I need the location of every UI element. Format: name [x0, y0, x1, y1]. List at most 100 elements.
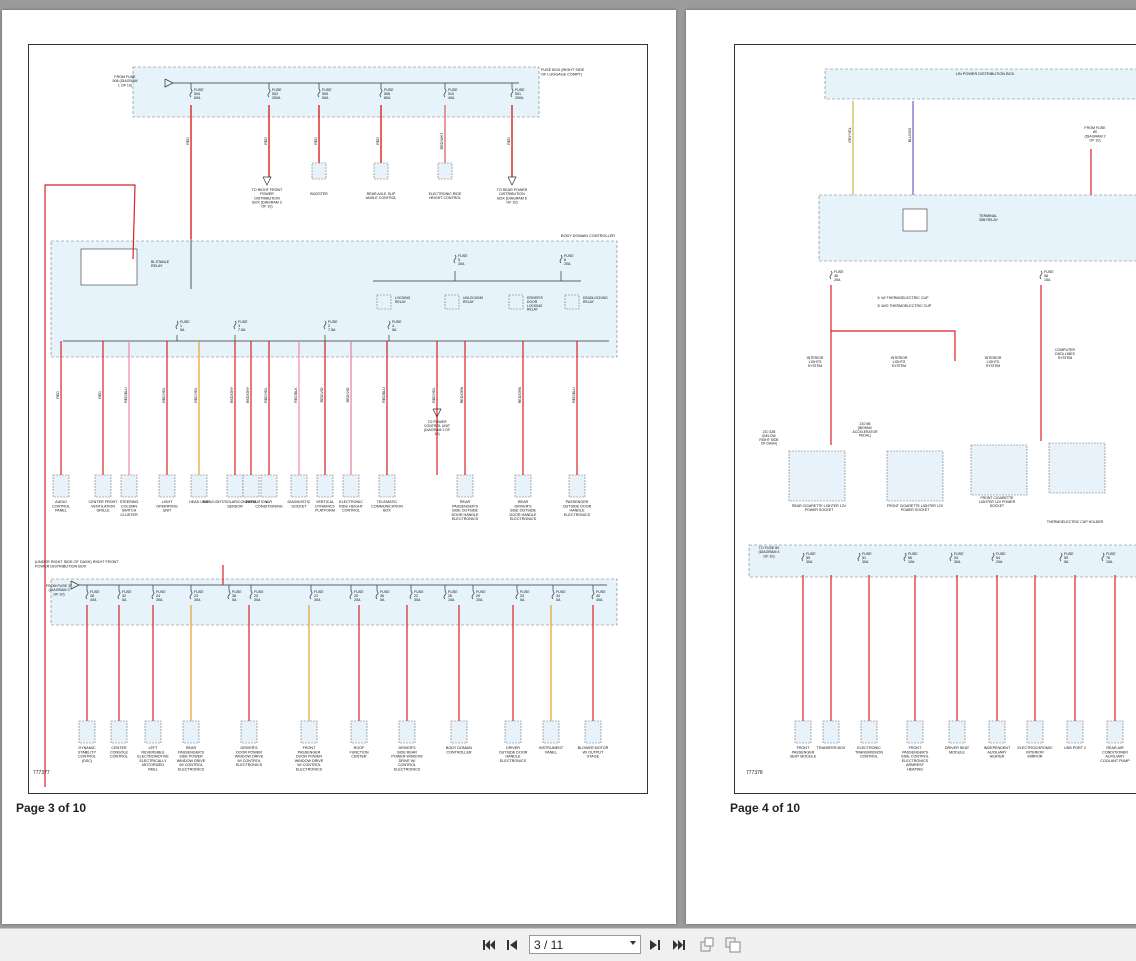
fuse-symbol	[903, 552, 907, 562]
module	[514, 474, 532, 498]
module	[300, 720, 318, 744]
socket	[886, 450, 944, 502]
fuse-amp: 30A	[156, 598, 163, 602]
module	[504, 720, 522, 744]
page-number-select[interactable]: 3 / 11	[529, 935, 641, 954]
arrow	[164, 78, 174, 88]
prev-page-icon[interactable]	[503, 936, 521, 954]
fuse-amp: 40A	[90, 598, 97, 602]
module	[860, 720, 878, 744]
last-page-icon[interactable]	[670, 936, 688, 954]
wire-color: RED/YEL	[264, 387, 268, 402]
module	[316, 474, 334, 498]
module	[242, 474, 260, 498]
module	[290, 474, 308, 498]
rotate-icon[interactable]	[698, 936, 716, 954]
fuse-symbol	[1101, 552, 1105, 562]
module	[1026, 720, 1044, 744]
module	[350, 720, 368, 744]
module-label: HEAD UNIT	[189, 500, 210, 504]
wire-color: RED	[507, 137, 511, 145]
fuse-symbol	[323, 320, 327, 330]
fuse-symbol	[829, 270, 833, 280]
arrow	[70, 580, 80, 590]
module	[822, 720, 840, 744]
fuse-amp: 10A	[908, 560, 915, 564]
fuse-symbol	[991, 552, 995, 562]
module	[398, 720, 416, 744]
fuse-amp: 80A	[384, 96, 391, 100]
module-label: TRANSFER BOX	[817, 746, 846, 750]
fuse-amp: 25A	[834, 278, 841, 282]
page-label: Page 3 of 10	[16, 801, 87, 815]
relay	[376, 294, 392, 310]
module	[584, 720, 602, 744]
module	[182, 720, 200, 744]
fuse-symbol	[443, 88, 447, 98]
lin-distribution-box	[824, 68, 1136, 100]
wire-color: RED/WHT	[440, 132, 444, 150]
wire-color: RED/BLU	[572, 387, 576, 403]
control-box	[818, 194, 1136, 262]
fuse-amp: 40A	[596, 598, 603, 602]
wire-color: RED/YEL	[432, 387, 436, 402]
first-page-icon[interactable]	[480, 936, 498, 954]
module	[794, 720, 812, 744]
wire-color: RED	[98, 391, 102, 399]
relay	[444, 294, 460, 310]
fuse-symbol	[117, 590, 121, 600]
diagram-id: 777378	[746, 770, 763, 776]
fuse-symbol	[510, 88, 514, 98]
module	[948, 720, 966, 744]
wire-color: GRY/YEL	[848, 127, 852, 143]
relay	[508, 294, 524, 310]
arrow	[432, 408, 442, 418]
fuse-amp: 15A	[1106, 560, 1113, 564]
fuse-amp: 50A	[322, 96, 329, 100]
fuse-box	[132, 66, 540, 118]
next-page-icon[interactable]	[646, 936, 664, 954]
wire-color: RED	[186, 137, 190, 145]
module	[94, 474, 112, 498]
fuse-symbol	[1039, 270, 1043, 280]
fuse-symbol	[515, 590, 519, 600]
fit-icon[interactable]	[724, 936, 742, 954]
fuse-amp: 5A	[520, 598, 525, 602]
module	[1066, 720, 1084, 744]
